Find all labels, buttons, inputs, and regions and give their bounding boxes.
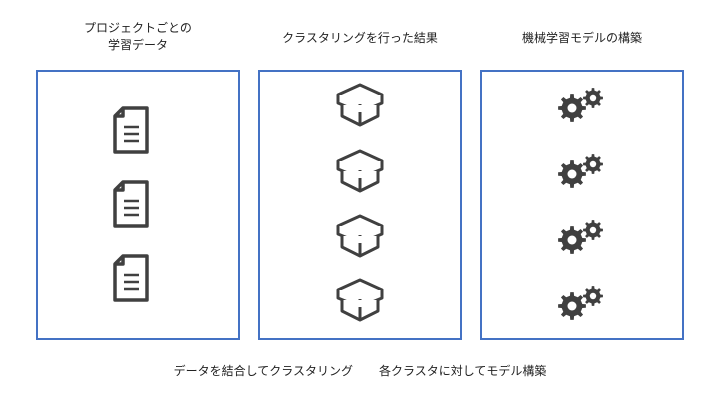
gears-icon — [558, 220, 603, 254]
box-icon — [336, 278, 384, 322]
panel-training-data — [36, 70, 240, 340]
gears-icon — [558, 286, 603, 320]
column-title-line2: 学習データ — [107, 38, 168, 52]
box-icon — [336, 214, 384, 258]
document-icon — [113, 106, 149, 154]
column-title-training-data: プロジェクトごとの 学習データ — [38, 20, 238, 54]
box-icon — [336, 149, 384, 193]
document-icon — [113, 254, 149, 302]
column-title-clustering-result: クラスタリングを行った結果 — [282, 31, 438, 45]
column-title-line1: プロジェクトごとの — [84, 21, 192, 35]
footer-captions: データを結合してクラスタリング 各クラスタに対してモデル構築 — [0, 362, 720, 379]
panel-model-building — [480, 70, 684, 340]
document-icon — [113, 180, 149, 228]
footer-right-caption: 各クラスタに対してモデル構築 — [379, 364, 547, 378]
column-title-model-building: 機械学習モデルの構築 — [521, 31, 642, 45]
panel-clustering-result — [258, 70, 462, 340]
box-icon — [336, 83, 384, 127]
footer-left-caption: データを結合してクラスタリング — [173, 364, 353, 378]
gears-icon — [558, 88, 603, 122]
gears-icon — [558, 154, 603, 188]
